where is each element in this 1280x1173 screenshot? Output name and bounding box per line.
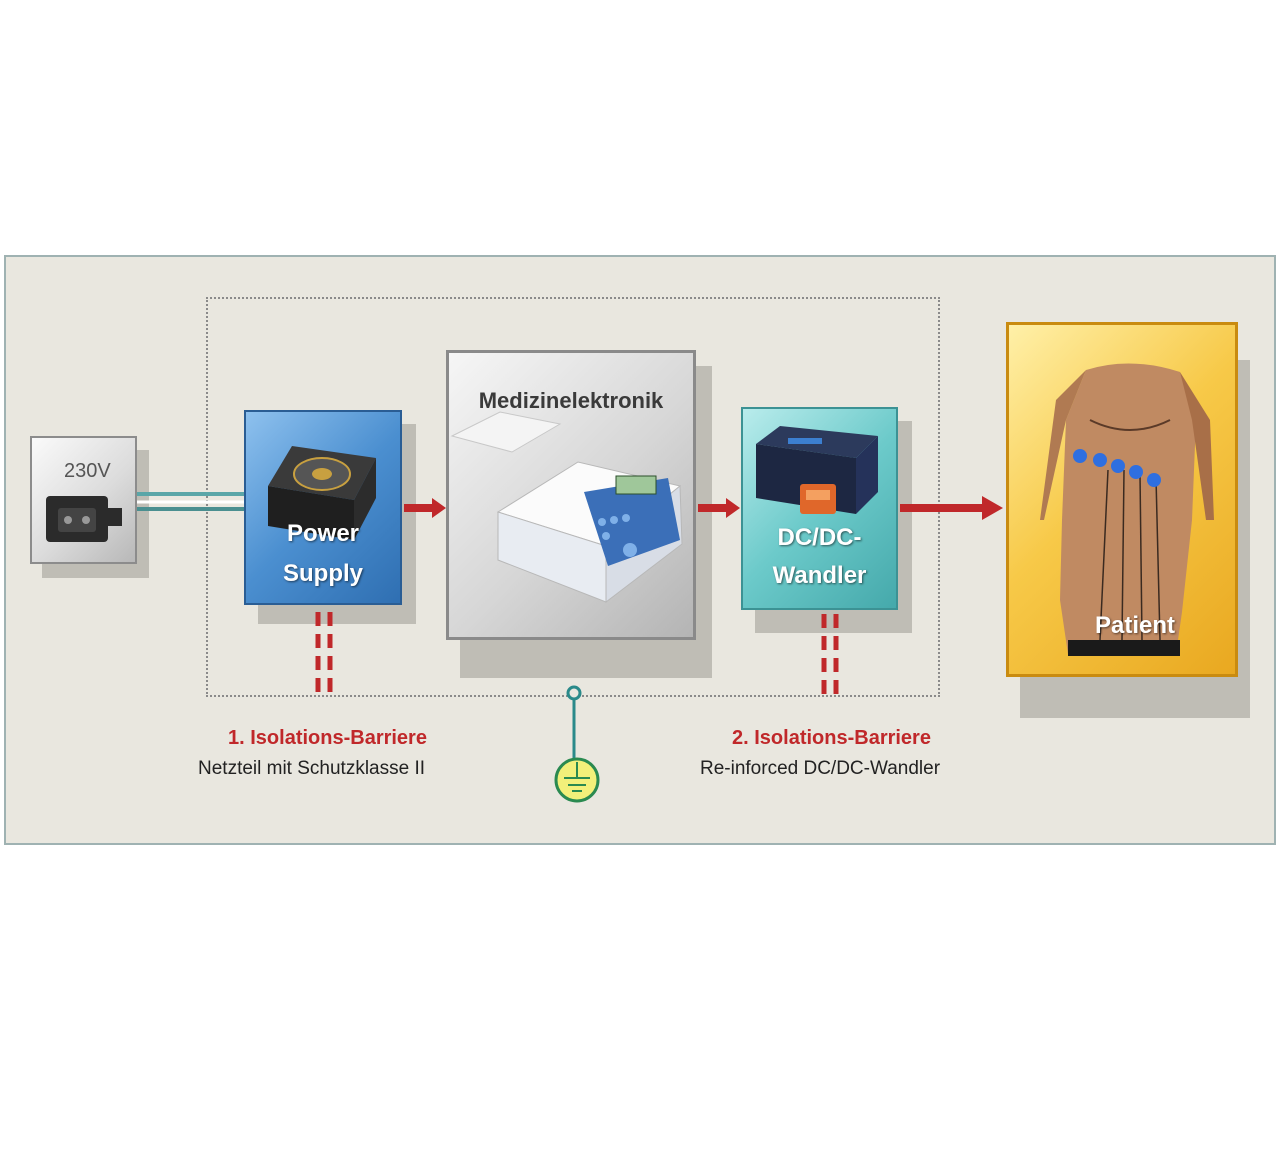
medical-electronics-label: Medizinelektronik — [478, 388, 664, 413]
ecg-device-icon — [450, 411, 683, 604]
isolation-barrier-2-marks — [821, 614, 839, 698]
dcdc-converter-icon — [756, 426, 878, 514]
dcdc-label-line1: DC/DC- — [777, 524, 862, 551]
barrier-2-title: 2. Isolations-Barriere — [732, 727, 931, 749]
flow-arrow-psu-med — [404, 498, 446, 518]
mains-wire — [137, 492, 244, 511]
mains-voltage-label: 230V — [64, 460, 111, 482]
patient-torso-icon — [1040, 363, 1214, 656]
power-plug-icon — [46, 496, 122, 542]
barrier-1-subtitle: Netzteil mit Schutzklasse II — [198, 758, 426, 779]
barrier-1-title: 1. Isolations-Barriere — [228, 727, 427, 749]
dcdc-label-line2: Wandler — [772, 562, 867, 589]
barrier-2-subtitle: Re-inforced DC/DC-Wandler — [700, 758, 941, 779]
isolation-barrier-1-marks — [315, 612, 333, 698]
power-supply-label-line1: Power — [286, 520, 360, 547]
power-supply-label-line2: Supply — [282, 560, 363, 587]
ground-symbol-icon — [554, 685, 600, 803]
flow-arrow-med-dcdc — [698, 498, 740, 518]
psu-device-icon — [268, 446, 376, 540]
patient-label: Patient — [1094, 612, 1175, 639]
flow-arrow-dcdc-patient — [900, 496, 1003, 520]
